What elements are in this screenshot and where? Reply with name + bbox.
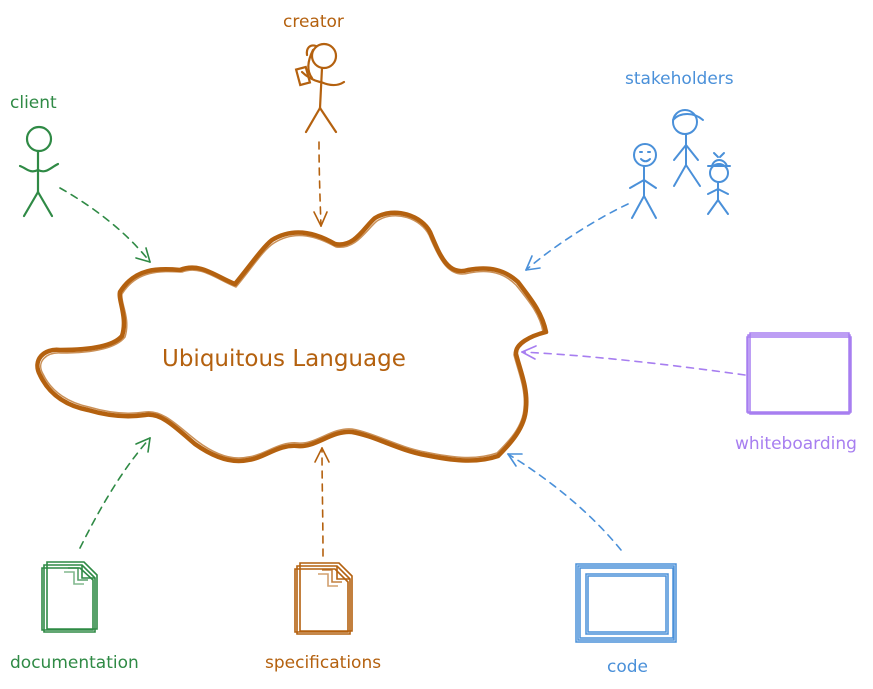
specification-icon bbox=[294, 562, 353, 635]
specifications-label: specifications bbox=[265, 653, 381, 673]
code-window-icon bbox=[575, 563, 677, 643]
code-arrow bbox=[507, 453, 622, 551]
client-label: client bbox=[10, 93, 57, 113]
whiteboarding-label: whiteboarding bbox=[735, 434, 857, 454]
stakeholders-label: stakeholders bbox=[625, 69, 734, 89]
specifications-arrow bbox=[314, 447, 330, 557]
code-label: code bbox=[607, 657, 648, 677]
whiteboarding-arrow bbox=[521, 345, 746, 376]
document-icon bbox=[41, 561, 98, 633]
documentation-arrow bbox=[79, 437, 151, 549]
center-label: Ubiquitous Language bbox=[162, 346, 406, 372]
client-stick-figure bbox=[18, 125, 60, 218]
creator-arrow bbox=[313, 141, 328, 227]
stakeholders-arrow bbox=[525, 203, 629, 271]
ubiquitous-language-cloud bbox=[35, 210, 549, 464]
whiteboard-icon bbox=[746, 332, 852, 415]
client-arrow bbox=[59, 187, 151, 263]
creator-stick-figure bbox=[294, 42, 346, 134]
creator-label: creator bbox=[283, 12, 344, 32]
documentation-label: documentation bbox=[10, 653, 139, 673]
stakeholders-group bbox=[629, 109, 731, 219]
